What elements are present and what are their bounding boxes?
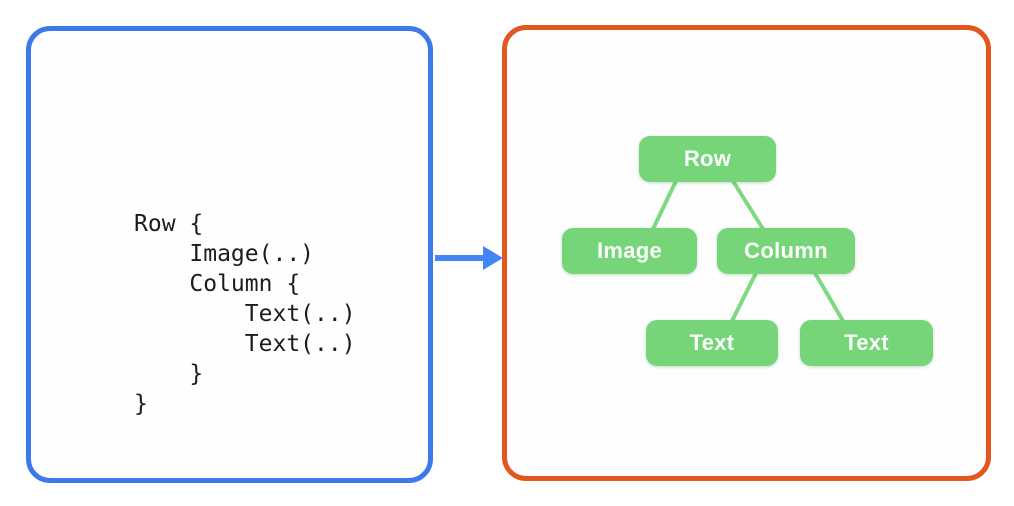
tree-node-label: Image [596,238,663,263]
tree-node-label: Row [683,146,732,171]
tree-node-label: Column [744,238,828,263]
code-block: Row { Image(..) Column { Text(..) Text(.… [134,209,356,419]
code-line: Text(..) [134,331,356,357]
code-line: Image(..) [134,241,315,267]
code-line: Row { [134,211,204,237]
code-panel: Row { Image(..) Column { Text(..) Text(.… [26,26,433,483]
code-line: Text(..) [134,301,356,327]
code-line: } [134,391,148,417]
tree-node-text-right: Text [800,320,933,366]
code-line: } [134,361,204,387]
right-arrow-icon [435,246,503,270]
tree-node-image: Image [562,228,697,274]
tree-node-text-left: Text [646,320,778,366]
tree-node-label: Text [844,330,889,355]
code-line: Column { [134,271,301,297]
tree-node-row: Row [639,136,776,182]
tree-node-column: Column [717,228,855,274]
tree-node-label: Text [689,330,735,355]
